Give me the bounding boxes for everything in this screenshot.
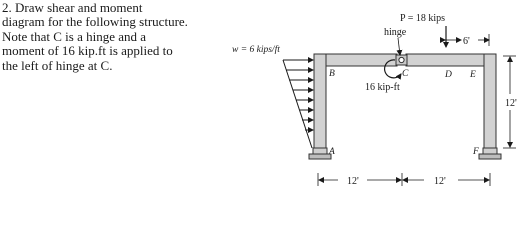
column-right [483,53,497,149]
ground-pad-icon [478,153,502,160]
node-label-e: E [469,70,476,80]
moment-label: 16 kip-ft [365,82,400,93]
span-dimension: 12' 12' [317,173,491,187]
node-label-d: D [444,70,452,80]
problem-line-4: moment of 16 kip.ft is applied to [2,43,173,59]
ground-pad-icon [308,153,332,160]
distributed-load: w = 6 kips/ft [232,44,314,149]
hinge-label: hinge [384,27,407,38]
problem-line-1: 2. Draw shear and moment [2,0,143,15]
node-label-a: A [328,147,335,157]
pin-support-icon [482,147,498,155]
support-a [308,147,332,160]
height-dimension: 12' [503,55,517,149]
node-label-b: B [329,69,335,79]
point-load: P = 18 kips 6' [400,13,490,48]
problem-number: 2. [2,0,12,15]
frame-diagram: w = 6 kips/ft P = 18 kips 6' hinge 16 ki… [232,13,517,187]
beam-right [405,53,497,67]
problem-line-2: diagram for the following structure. [2,14,188,30]
hinge-leader-line [396,37,403,56]
dim-height-label: 12' [505,98,517,109]
node-label-c: C [402,69,409,79]
pin-support-icon [312,147,328,155]
frame-members [313,53,497,149]
hinge-icon [398,56,405,64]
column-left [313,53,327,149]
dim-span-right-label: 12' [434,176,446,187]
node-label-f: F [472,147,479,157]
load-envelope [282,59,313,149]
problem-line-5: the left of hinge at C. [2,57,113,73]
distributed-load-label: w = 6 kips/ft [232,44,280,55]
moment-arrow [384,59,402,80]
support-f [478,147,502,160]
load-offset-dim-label: 6' [463,36,470,47]
problem-line-3: Note that C is a hinge and a [2,28,147,44]
dim-span-left-label: 12' [347,176,359,187]
point-load-label: P = 18 kips [400,13,445,24]
problem-statement: 2. Draw shear and moment diagram for the… [2,0,212,73]
